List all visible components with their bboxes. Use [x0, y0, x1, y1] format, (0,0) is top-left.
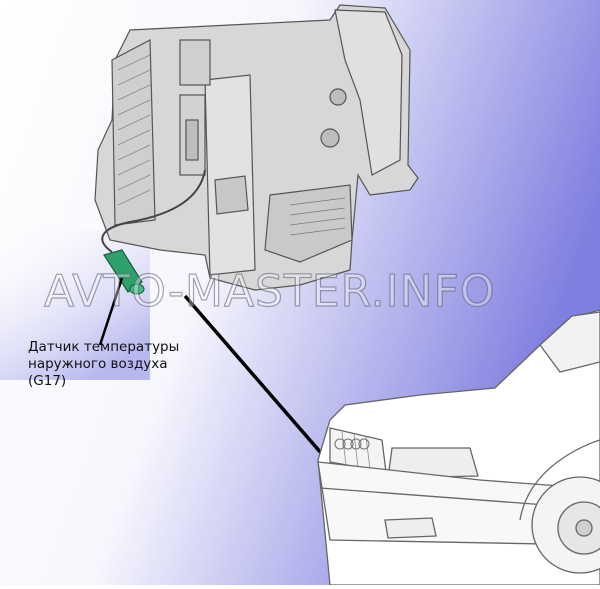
- car-front-drawing: [317, 309, 600, 586]
- watermark-text: AVTO-MASTER.INFO: [43, 265, 496, 317]
- bumper-interior-drawing: [94, 4, 419, 291]
- sensor-label: Датчик температуры наружного воздуха (G1…: [28, 339, 228, 390]
- sensor-label-line-1: Датчик температуры: [28, 339, 180, 355]
- temperature-sensor-g17: [103, 249, 145, 295]
- sensor-wire: [101, 169, 206, 253]
- sensor-label-line-2: наружного воздуха: [28, 356, 168, 372]
- sensor-leader-line: [98, 277, 124, 346]
- sensor-label-line-3: (G17): [28, 373, 67, 389]
